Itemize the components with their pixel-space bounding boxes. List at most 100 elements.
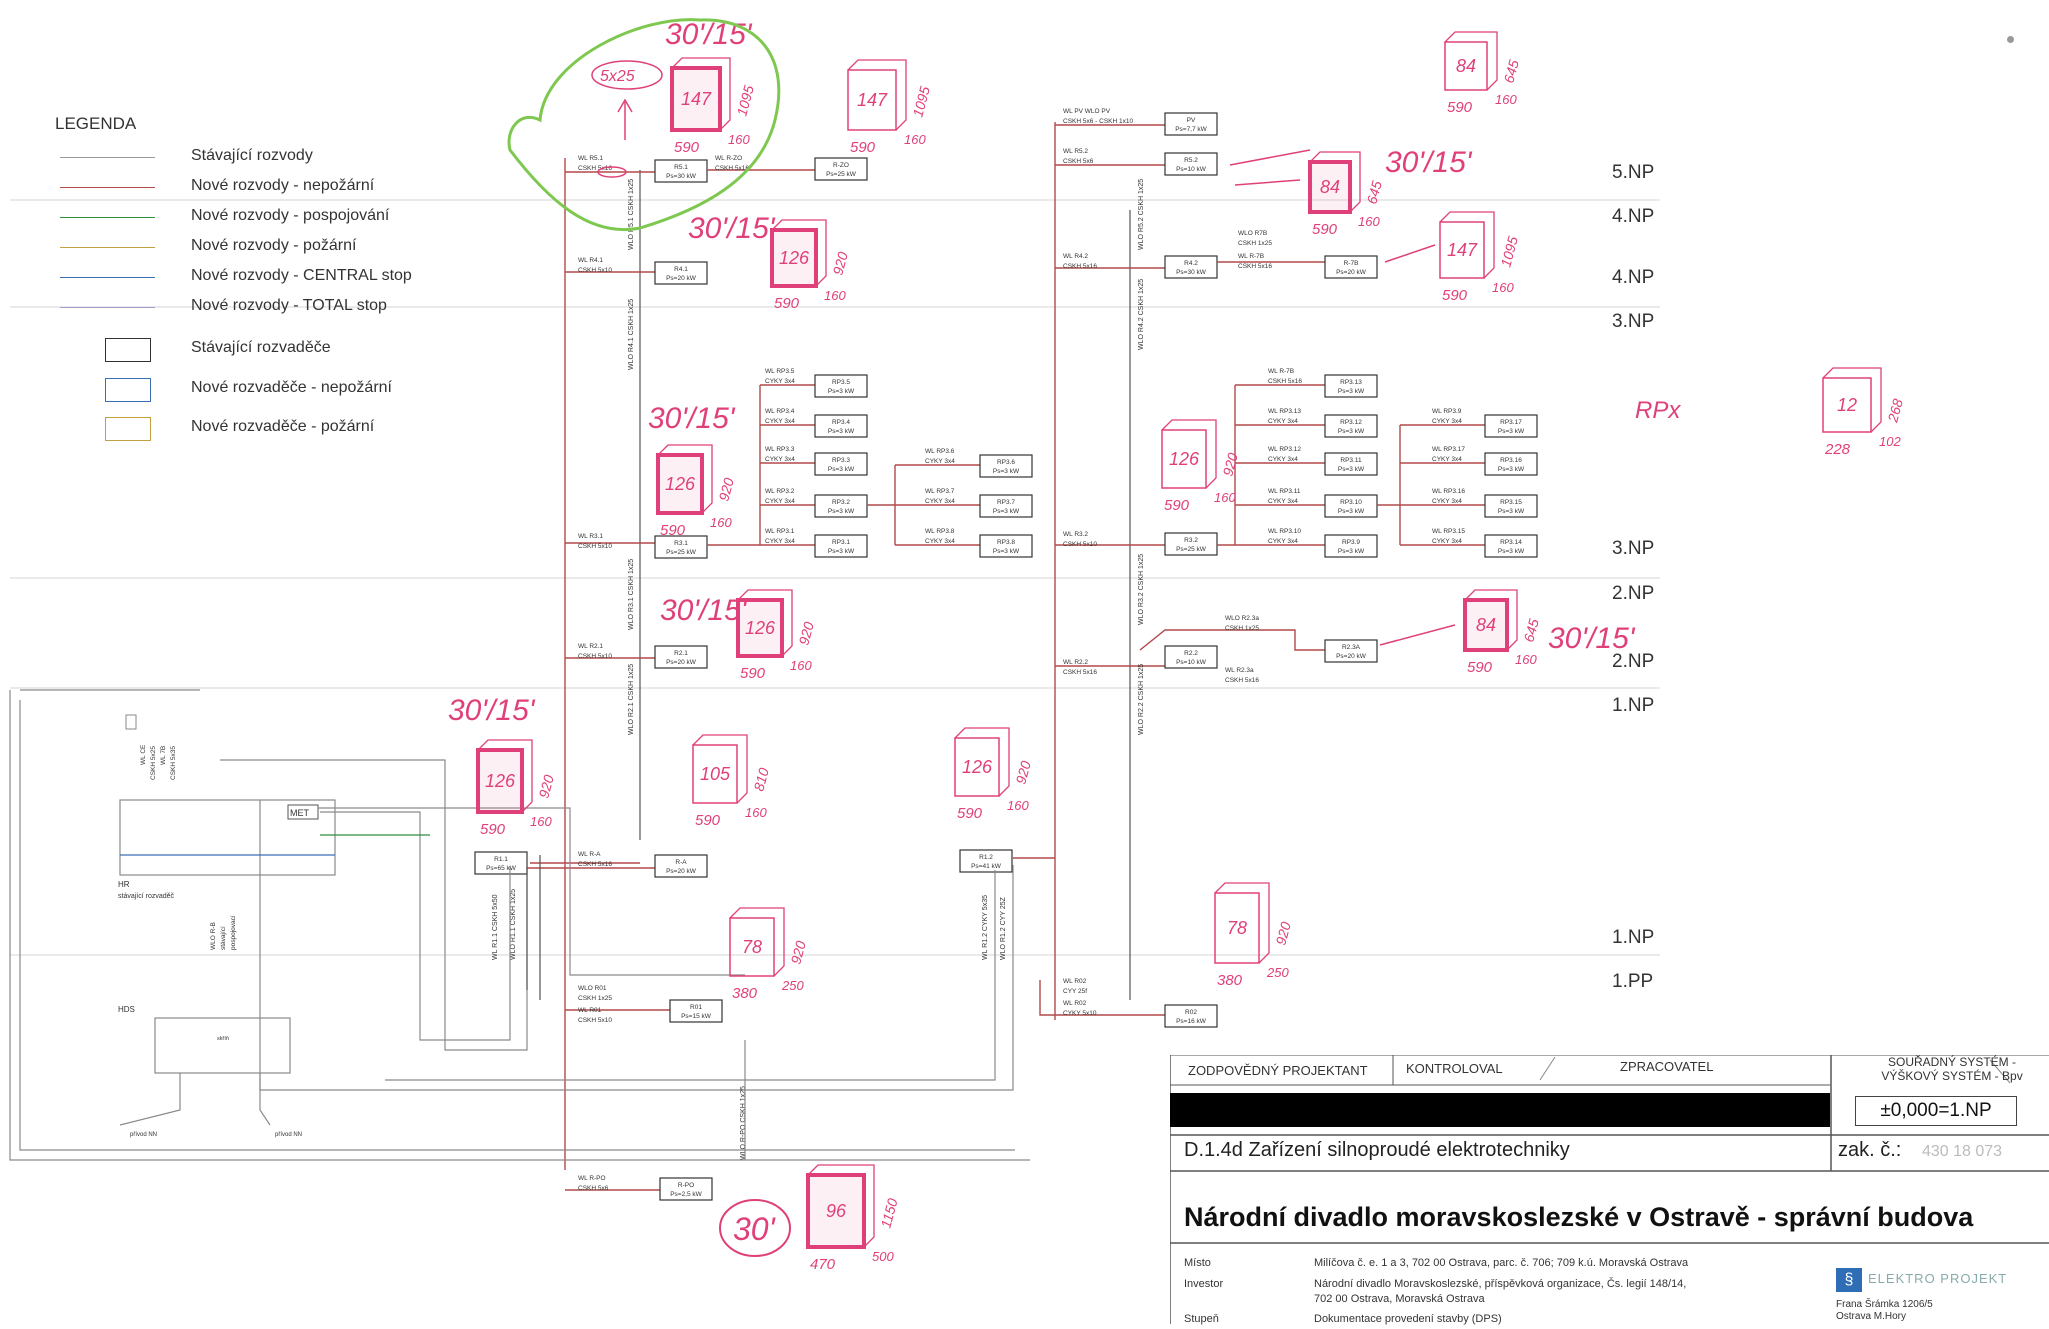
cabinet-sketch	[656, 453, 704, 515]
cabinet-depth: 160	[904, 132, 926, 147]
cabinet-height: 1150	[877, 1196, 900, 1229]
feeder-name: WL RP3.8	[925, 528, 955, 535]
cabinet-width: 590	[1164, 497, 1190, 514]
fire-rating: 30'/15'	[688, 212, 776, 245]
panel-power: Ps=3 kW	[1338, 428, 1365, 435]
fire-rating: 30'/15'	[665, 18, 753, 51]
riser-label: WL R1.2 CYKY 5x35	[982, 895, 989, 960]
panel-name: RP3.8	[997, 539, 1015, 546]
investor-label: Investor	[1184, 1278, 1224, 1290]
feeder-cable: CSKH 5x6	[578, 1185, 609, 1192]
cabinet-sketch	[847, 69, 897, 131]
riser-label: pospojovací	[230, 915, 237, 950]
order-number-label: zak. č.:	[1838, 1139, 1902, 1161]
cabinet-sketch	[1444, 41, 1488, 91]
cabinet-height: 920	[787, 939, 809, 966]
feeder-name: WL RP3.13	[1268, 408, 1301, 415]
feeder-name: WL RP3.2	[765, 488, 795, 495]
markup-arrow	[1379, 624, 1456, 646]
feeder-cable: CYKY 3x4	[765, 498, 795, 505]
panel-power: Ps=3 kW	[1338, 548, 1365, 555]
cabinet-height: 920	[1219, 451, 1241, 478]
panel-box	[979, 454, 1033, 478]
feeder-name: WL R4.1	[578, 257, 603, 264]
hds-feed-label-a: přívod NN	[130, 1132, 157, 1138]
cabinet-label: 84	[1456, 56, 1476, 76]
title-block-frame	[1170, 1055, 2049, 1324]
riser-label: WL R1.1 CSKH 5x50	[492, 894, 499, 960]
cabinet-width: 470	[810, 1256, 836, 1273]
cable-size-annotation: 5x25	[600, 68, 635, 85]
cabinet-depth: 160	[1492, 280, 1514, 295]
cabinet-label: 105	[700, 764, 731, 784]
cabinet-sketch	[1214, 892, 1260, 964]
cabinet-height: 1095	[733, 83, 757, 117]
panel-name: R5.2	[1184, 157, 1198, 164]
investor-value-line2: 702 00 Ostrava, Moravská Ostrava	[1314, 1293, 1485, 1305]
legend-line-swatch	[60, 157, 155, 158]
panel-name: RP3.7	[997, 499, 1015, 506]
cabinet-label: 126	[485, 771, 516, 791]
panel-power: Ps=20 kW	[1336, 269, 1367, 276]
responsible-designer-label: ZODPOVĚDNÝ PROJEKTANT	[1188, 1063, 1368, 1078]
panel-power: Ps=3 kW	[828, 428, 855, 435]
fire-rating-30-circle	[719, 1199, 791, 1257]
legend-label: Stávající rozvaděče	[191, 339, 331, 356]
feeder-cable: CSKH 5x10	[578, 653, 612, 660]
panel-name: R1.1	[494, 856, 508, 863]
feeder-cable: CYKY 3x4	[925, 498, 955, 505]
feeder-cable: CSKH 5x16	[1225, 677, 1259, 684]
floor-label-5np: 5.NP	[1612, 162, 1655, 183]
riser-label: WLO R4.1 CSKH 1x25	[628, 299, 635, 370]
feeder-name: WL R-7B	[1238, 253, 1264, 260]
cabinet-depth: 160	[1358, 214, 1380, 229]
feeder-cable: CSKH 1x25	[1225, 625, 1259, 632]
hds-feed-label-b: přívod NN	[275, 1132, 302, 1138]
cabinet-width: 590	[1447, 99, 1473, 116]
panel-name: RP3.3	[832, 457, 850, 464]
feeder-cable: CSKH 5x16	[715, 165, 749, 172]
cabinet-label: 78	[742, 937, 762, 957]
stage-value: Dokumentace provedení stavby (DPS)	[1314, 1313, 1502, 1325]
legend-label: Nové rozvody - TOTAL stop	[191, 297, 387, 314]
cabinet-height: 920	[535, 773, 557, 800]
cabinet-sketch-depth	[1444, 31, 1498, 91]
legend-label: Nové rozvody - nepožární	[191, 177, 375, 194]
panel-power: Ps=65 kW	[486, 865, 517, 872]
cabinet-depth: 160	[1007, 798, 1029, 813]
cabinet-depth: 160	[790, 658, 812, 673]
feeder-cable: CYKY 3x4	[925, 538, 955, 545]
legend-label: Stávající rozvody	[191, 147, 313, 164]
panel-box	[1484, 494, 1538, 518]
riser-label: WLO R3.2 CSKH 1x25	[1138, 554, 1145, 625]
panel-power: Ps=3 kW	[828, 466, 855, 473]
cabinet-depth: 250	[1266, 965, 1289, 980]
feeder-cable: CYKY 3x4	[765, 378, 795, 385]
panel-power: Ps=7,7 kW	[1175, 126, 1207, 133]
panel-name: R3.1	[674, 540, 688, 547]
legend-label: Nové rozvaděče - nepožární	[191, 379, 392, 396]
riser-label: WL 7B	[160, 746, 167, 765]
cabinet-sketch-depth	[847, 59, 907, 131]
location-value: Milíčova č. e. 1 a 3, 702 00 Ostrava, pa…	[1314, 1257, 1689, 1269]
cabinet-label: 147	[1447, 240, 1478, 260]
coordinate-system-label: SOUŘADNÝ SYSTÉM - VÝŠKOVÝ SYSTÉM - Bpv	[1855, 1055, 2049, 1083]
prepared-by-label: ZPRACOVATEL	[1620, 1059, 1714, 1074]
cabinet-height: 645	[1500, 58, 1522, 85]
cabinet-sketch-depth	[657, 444, 713, 514]
feeder-cable: CSKH 1x25	[578, 995, 612, 1002]
panel-name: R4.2	[1184, 260, 1198, 267]
corner-dot	[2007, 36, 2014, 43]
cabinet-sketch-depth	[1464, 589, 1518, 651]
markup-arrow	[1229, 149, 1311, 166]
hds-inner-label: skříň	[217, 1036, 229, 1042]
panel-power: Ps=3 kW	[828, 548, 855, 555]
cabinet-width: 590	[740, 665, 766, 682]
feeder-name: WL RP3.9	[1432, 408, 1462, 415]
existing-wire	[318, 807, 745, 976]
markup-arrow	[1384, 244, 1436, 263]
circled-feeder	[597, 166, 627, 178]
feeder-name: WL RP3.5	[765, 368, 795, 375]
cabinet-height: 645	[1520, 617, 1542, 644]
feeder-name: WL RP3.1	[765, 528, 795, 535]
